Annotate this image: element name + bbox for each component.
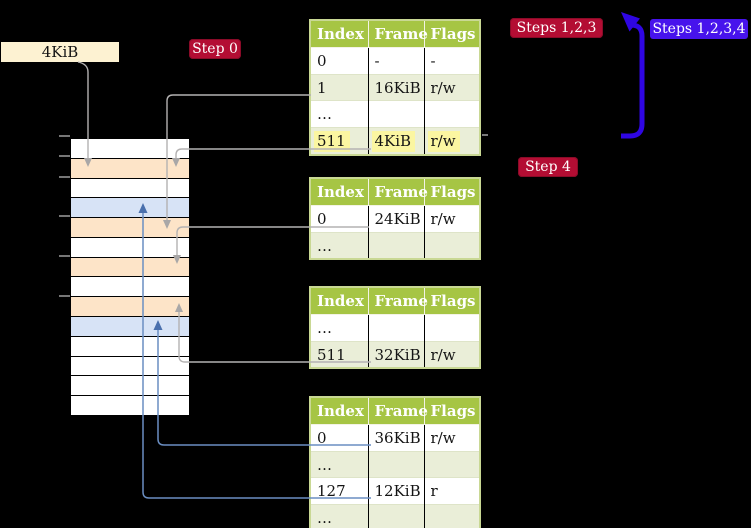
- cell-frame: 24KiB: [367, 205, 424, 233]
- memory-strip-row-pagetable: [71, 296, 189, 317]
- col-header-flags: Flags: [423, 20, 480, 48]
- highlight: r/w: [427, 130, 460, 152]
- table-row: …: [310, 450, 480, 478]
- cell-index: 511: [310, 340, 368, 369]
- cell-flags: -: [423, 47, 480, 75]
- table-row: …: [310, 100, 480, 128]
- cell-flags: r/w: [423, 205, 480, 233]
- cell-flags: r: [423, 477, 480, 505]
- cell-index: …: [310, 231, 368, 260]
- memory-scale-tick: [59, 155, 70, 157]
- badge-step-4: Step 4: [518, 157, 578, 177]
- memory-strip-row-empty: [71, 139, 189, 158]
- cell-frame: [367, 504, 424, 528]
- memory-strip-row-empty: [71, 395, 189, 415]
- memory-scale-tick: [59, 135, 70, 137]
- highlight: 511: [314, 130, 350, 152]
- page-table-4: Index Frame Flags 0 36KiB r/w … 127 12Ki…: [309, 396, 481, 528]
- cell-index: 0: [317, 209, 327, 228]
- cell-index: 0: [317, 51, 327, 70]
- cell-flags: r/w: [423, 127, 480, 155]
- badge-steps-1-2-3: Steps 1,2,3: [510, 18, 603, 38]
- table-row: …: [310, 231, 480, 260]
- cell-index: 127: [310, 477, 368, 505]
- memory-scale-tick: [59, 215, 70, 217]
- col-header-frame: Frame: [367, 287, 428, 315]
- memory-strip-row-pagetable: [71, 256, 189, 277]
- cell-index: …: [310, 504, 368, 528]
- cell-frame: 4KiB: [367, 127, 424, 155]
- memory-strip-row-empty: [71, 177, 189, 198]
- cell-index: 1: [310, 73, 368, 101]
- memory-strip-row-empty: [71, 236, 189, 257]
- col-header-index: Index: [310, 178, 368, 206]
- memory-strip-row-page: [71, 197, 189, 218]
- page-size-label: 4KiB: [1, 42, 119, 62]
- physical-memory-strip: [70, 138, 190, 416]
- badge-step-0: Step 0: [189, 39, 241, 59]
- col-header-flags: Flags: [423, 397, 480, 425]
- cell-flags: [423, 450, 480, 478]
- cell-flags: [423, 314, 480, 342]
- col-header-frame: Frame: [367, 397, 428, 425]
- table-row-highlighted: 511 4KiB r/w: [310, 127, 480, 155]
- memory-strip-row-page: [71, 316, 189, 336]
- cell-flags: [423, 231, 480, 260]
- memory-strip-row-pagetable: [71, 157, 189, 178]
- cell-frame: [367, 100, 424, 128]
- memory-scale-tick: [59, 295, 70, 297]
- badge-steps-1-2-3-4: Steps 1,2,3,4: [650, 19, 748, 39]
- memory-scale-tick: [59, 176, 70, 178]
- memory-strip-row-empty: [71, 335, 189, 356]
- table-row: 0 - -: [310, 47, 480, 75]
- col-header-frame: Frame: [367, 20, 428, 48]
- table-row: 0 24KiB r/w: [310, 205, 480, 233]
- memory-strip-row-empty: [71, 355, 189, 376]
- table-row: 511 32KiB r/w: [310, 340, 480, 369]
- table-row: 1 16KiB r/w: [310, 73, 480, 101]
- table-row: …: [310, 504, 480, 528]
- cell-flags: [423, 504, 480, 528]
- cell-index: 511: [310, 127, 368, 155]
- page-table-3: Index Frame Flags … 511 32KiB r/w: [309, 286, 481, 370]
- col-header-index: Index: [310, 397, 368, 425]
- cell-frame: 12KiB: [367, 477, 424, 505]
- cell-flags: r/w: [423, 73, 480, 101]
- table-row: 127 12KiB r: [310, 477, 480, 505]
- col-header-flags: Flags: [423, 287, 480, 315]
- cell-frame: 36KiB: [367, 424, 424, 452]
- cell-frame: 16KiB: [367, 73, 424, 101]
- cell-frame: [367, 450, 424, 478]
- col-header-index: Index: [310, 20, 368, 48]
- cell-frame: -: [367, 47, 424, 75]
- cell-frame: 32KiB: [367, 340, 424, 369]
- col-header-flags: Flags: [423, 178, 480, 206]
- cell-index: …: [310, 100, 368, 128]
- table-row: …: [310, 314, 480, 342]
- memory-scale-tick: [59, 255, 70, 257]
- col-header-index: Index: [310, 287, 368, 315]
- cell-index: 0: [317, 428, 327, 447]
- page-table-2: Index Frame Flags 0 24KiB r/w …: [309, 177, 481, 261]
- cell-flags: r/w: [423, 424, 480, 452]
- highlight: 4KiB: [371, 130, 416, 152]
- arrow-loop-back-steps: [621, 12, 645, 139]
- cell-index: …: [310, 450, 368, 478]
- cell-index: …: [317, 318, 332, 337]
- col-header-frame: Frame: [367, 178, 428, 206]
- page-table-1: Index Frame Flags 0 - - 1 16KiB r/w … 51…: [309, 19, 481, 156]
- memory-strip-row-empty: [71, 276, 189, 297]
- memory-strip-row-pagetable: [71, 217, 189, 237]
- cell-flags: r/w: [423, 340, 480, 369]
- cell-flags: [423, 100, 480, 128]
- cell-frame: [367, 314, 424, 342]
- memory-strip-row-empty: [71, 375, 189, 396]
- table-row: 0 36KiB r/w: [310, 424, 480, 452]
- cell-frame: [367, 231, 424, 260]
